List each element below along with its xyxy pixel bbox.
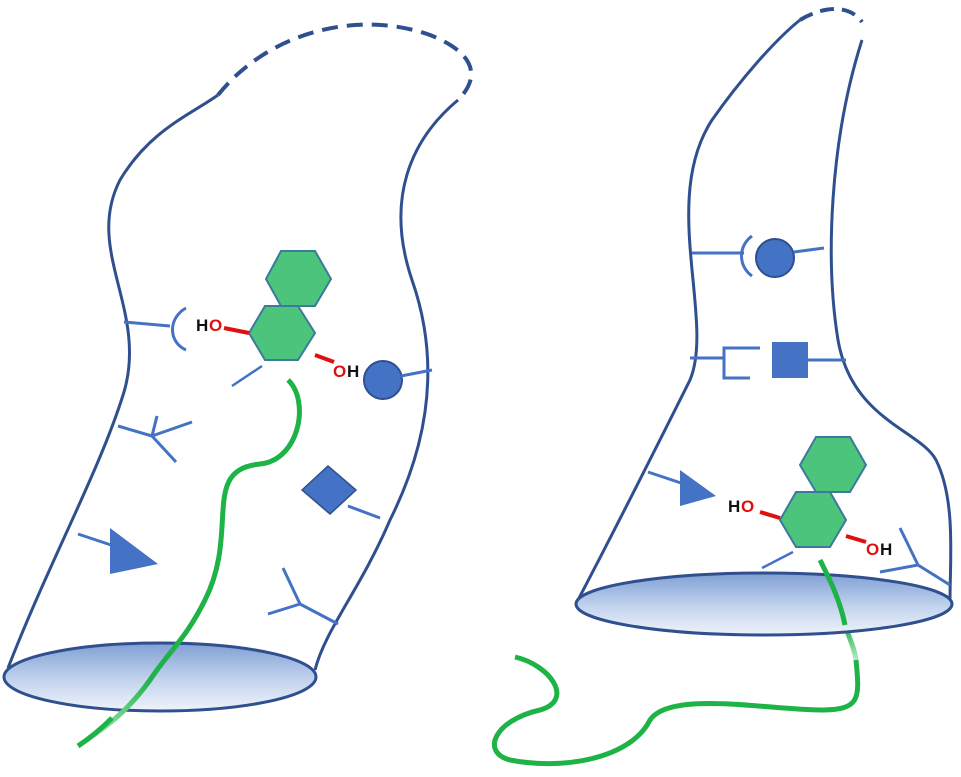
crescent-circle-receptor [692,234,825,278]
right-pocket-left-wall [576,18,801,601]
left-ligand: H O O H [196,250,359,388]
fork-receptor [267,567,339,626]
right-hydroxyl-1-h: H [728,497,740,516]
left-hydroxyl-2-bond [314,353,335,364]
right-ligand-ring-top [798,436,868,493]
right-hydroxyl-2-o: O [866,540,879,559]
right-tether-top [817,558,848,626]
left-ligand-ring-bottom [247,305,317,361]
square-receptor [300,464,381,520]
circle-receptor [363,360,433,400]
crescent-receptor [123,306,187,352]
right-ligand: H O O H [728,436,892,570]
left-hydroxyl-2-o: O [333,362,346,381]
right-ligand-methyl [761,550,794,570]
left-hydroxyl-1-o: O [209,316,222,335]
bracket-square-receptor [690,342,846,380]
right-fork-receptor [879,527,951,587]
right-hydroxyl-1-o: O [741,497,754,516]
right-hydroxyl-2-h: H [880,540,892,559]
right-pocket-open-end [798,7,864,24]
left-tether [147,378,302,682]
left-pocket-open-end [216,22,474,102]
right-tether [491,654,861,767]
left-pocket-left-wall [6,93,219,669]
left-pocket-base [2,641,318,713]
left-hydroxyl-1-bond [223,326,250,335]
right-hydroxyl-2-bond [845,534,867,544]
triangle-receptor [77,528,158,574]
left-hydroxyl-2-h: H [347,362,359,381]
left-ligand-methyl [231,364,263,388]
right-ligand-ring-bottom [778,491,848,548]
left-hydroxyl-1-h: H [196,316,208,335]
right-pocket-right-wall [829,39,953,601]
right-hydroxyl-1-bond [759,510,781,520]
left-pocket: H O O H [2,22,474,749]
right-pocket: H O O H [491,7,954,767]
right-pocket-base [574,571,954,637]
bracket-receptor [117,415,193,464]
right-triangle-receptor [647,470,716,506]
left-pocket-right-wall [313,98,459,671]
left-ligand-ring-top [264,250,333,307]
left-tether-end [76,716,114,749]
